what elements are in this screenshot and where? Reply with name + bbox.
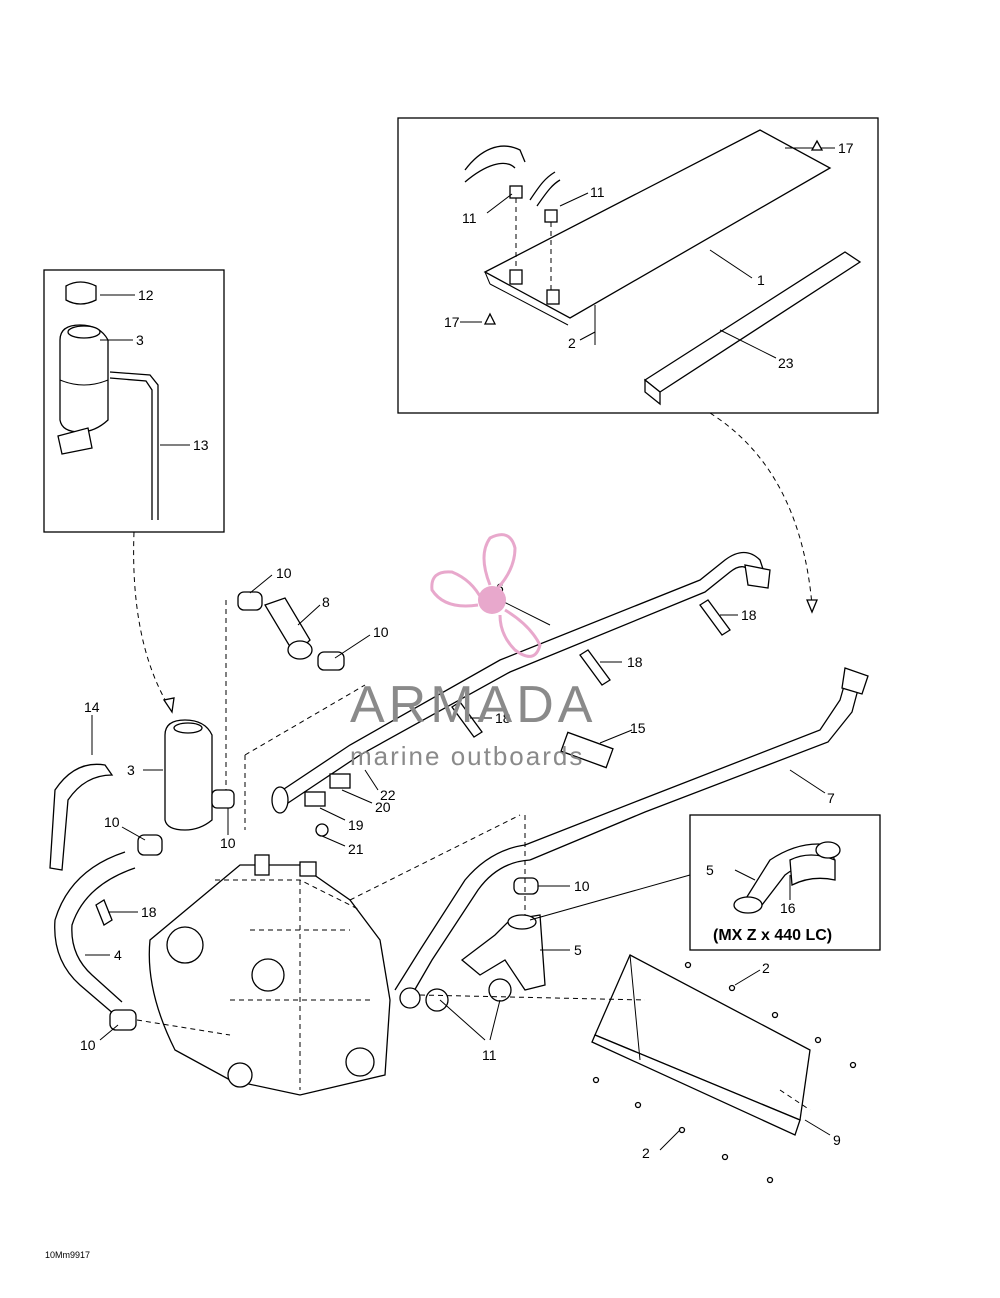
callout-21: 21 — [348, 841, 364, 857]
hose-5 — [460, 914, 546, 991]
callout-15: 15 — [630, 720, 646, 736]
hose-8 — [264, 597, 313, 660]
watermark: ARMADA marine outboards — [350, 533, 596, 771]
callout-8: 8 — [322, 594, 330, 610]
callout-20: 20 — [375, 799, 391, 815]
callout-1: 1 — [757, 272, 765, 288]
inset-variant-label: (MX Z x 440 LC) — [713, 927, 832, 944]
callout-18: 18 — [627, 654, 643, 670]
engine — [148, 854, 391, 1096]
callout-10: 10 — [220, 835, 236, 851]
callout-10: 10 — [574, 878, 590, 894]
callout-10: 10 — [80, 1037, 96, 1053]
callout-22: 22 — [380, 787, 396, 803]
heat-exchanger — [591, 954, 811, 1136]
callout-16: 16 — [780, 900, 796, 916]
callout-5: 5 — [574, 942, 582, 958]
hose-6 — [271, 551, 771, 814]
callout-23: 23 — [778, 355, 794, 371]
callouts-main: 10 8 10 6 18 18 18 15 7 22 20 19 21 14 3… — [80, 565, 841, 1161]
callout-5: 5 — [706, 862, 714, 878]
tank-cap — [65, 281, 97, 305]
callout-9: 9 — [833, 1132, 841, 1148]
callout-11: 11 — [462, 210, 477, 226]
callout-3: 3 — [136, 332, 144, 348]
callout-2: 2 — [762, 960, 770, 976]
callout-4: 4 — [114, 947, 122, 963]
watermark-brand: ARMADA — [350, 676, 596, 734]
watermark-tagline: marine outboards — [350, 741, 584, 771]
radiator-plate — [483, 129, 832, 319]
rail — [643, 251, 862, 393]
callout-17: 17 — [444, 314, 460, 330]
hose-7 — [394, 667, 869, 999]
callout-6: 6 — [496, 580, 504, 596]
coolant-tank — [59, 324, 109, 433]
callout-19: 19 — [348, 817, 364, 833]
mxz-inset: (MX Z x 440 LC) — [689, 814, 881, 951]
callout-12: 12 — [138, 287, 154, 303]
callout-7: 7 — [827, 790, 835, 806]
callout-10: 10 — [104, 814, 120, 830]
callout-18: 18 — [141, 904, 157, 920]
leaders — [85, 574, 831, 1151]
callout-17: 17 — [838, 140, 854, 156]
coolant-tank-inset: 12 3 13 — [43, 269, 225, 533]
callout-10: 10 — [276, 565, 292, 581]
hose-4 — [54, 851, 136, 1016]
propeller-logo-icon — [430, 533, 542, 658]
callout-10: 10 — [373, 624, 389, 640]
coolant-tank-main — [164, 719, 213, 831]
radiator-inset: 17 11 11 1 17 2 23 — [397, 117, 879, 414]
callout-11: 11 — [482, 1047, 497, 1063]
callout-14: 14 — [84, 699, 100, 715]
callout-2: 2 — [568, 335, 576, 351]
callout-3: 3 — [127, 762, 135, 778]
callout-13: 13 — [193, 437, 209, 453]
callout-18: 18 — [495, 710, 511, 726]
drawing-reference: 10Mm9917 — [45, 1250, 90, 1260]
callout-2: 2 — [642, 1145, 650, 1161]
screws — [592, 961, 857, 1184]
callout-11: 11 — [590, 184, 605, 200]
callout-18: 18 — [741, 607, 757, 623]
spring-hose — [49, 763, 114, 871]
